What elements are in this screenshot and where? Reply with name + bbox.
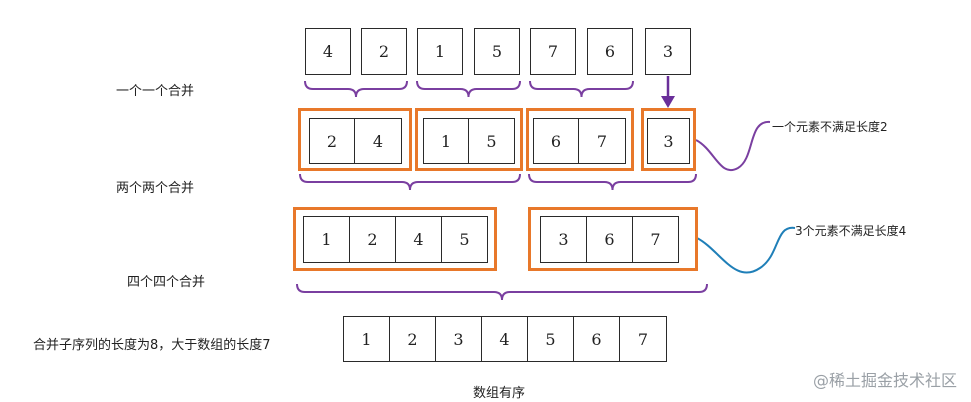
label-sorted: 数组有序 bbox=[473, 386, 526, 401]
initial-cell: 2 bbox=[361, 28, 407, 75]
final-cell: 4 bbox=[481, 316, 528, 362]
arrow-head bbox=[661, 96, 675, 108]
final-cell: 3 bbox=[435, 316, 482, 362]
initial-cell: 3 bbox=[645, 28, 691, 75]
merge-group bbox=[298, 108, 412, 171]
merge-bracket bbox=[416, 80, 521, 98]
merge-group bbox=[528, 207, 698, 271]
callout-line-three bbox=[696, 226, 796, 274]
pass2-cell: 1 bbox=[303, 216, 350, 263]
final-cell: 6 bbox=[573, 316, 620, 362]
merge-bracket bbox=[296, 283, 708, 301]
initial-cell: 6 bbox=[587, 28, 633, 75]
pass2-cell: 4 bbox=[395, 216, 442, 263]
pass1-cell: 6 bbox=[533, 118, 579, 164]
merge-bracket bbox=[528, 173, 697, 191]
pass2-cell: 3 bbox=[540, 216, 587, 263]
final-cell: 2 bbox=[389, 316, 436, 362]
initial-cell: 4 bbox=[305, 28, 351, 75]
merge-group bbox=[293, 207, 497, 271]
pass1-cell: 1 bbox=[423, 118, 469, 164]
watermark: @稀土掘金技术社区 bbox=[812, 371, 957, 390]
pass1-cell: 2 bbox=[309, 118, 355, 164]
pass2-cell: 2 bbox=[349, 216, 396, 263]
final-cell: 5 bbox=[527, 316, 574, 362]
pass1-cell: 7 bbox=[578, 118, 626, 164]
annotation-three-left: 3个元素不满足长度4 bbox=[795, 224, 907, 238]
initial-cell: 5 bbox=[474, 28, 520, 75]
pass1-cell: 5 bbox=[468, 118, 515, 164]
label-merge-four: 四个四个合并 bbox=[127, 275, 206, 290]
pass1-cell: 4 bbox=[354, 118, 402, 164]
merge-group bbox=[641, 108, 696, 171]
label-merge-two: 两个两个合并 bbox=[116, 181, 195, 196]
merge-group bbox=[415, 108, 523, 171]
initial-cell: 7 bbox=[530, 28, 576, 75]
annotation-one-left: 一个元素不满足长度2 bbox=[772, 120, 888, 134]
merge-bracket bbox=[304, 80, 408, 98]
pass2-cell: 6 bbox=[586, 216, 633, 263]
merge-bracket bbox=[299, 173, 521, 191]
merge-bracket bbox=[529, 80, 634, 98]
pass2-cell: 5 bbox=[441, 216, 488, 263]
pass1-cell: 3 bbox=[647, 118, 690, 164]
callout-line-one bbox=[695, 120, 771, 172]
merge-group bbox=[526, 108, 634, 171]
label-merge-eight: 合并子序列的长度为8，大于数组的长度7 bbox=[33, 338, 271, 353]
final-cell: 7 bbox=[619, 316, 667, 362]
pass2-cell: 7 bbox=[632, 216, 679, 263]
final-cell: 1 bbox=[343, 316, 390, 362]
label-merge-one: 一个一个合并 bbox=[116, 84, 195, 99]
initial-cell: 1 bbox=[417, 28, 463, 75]
